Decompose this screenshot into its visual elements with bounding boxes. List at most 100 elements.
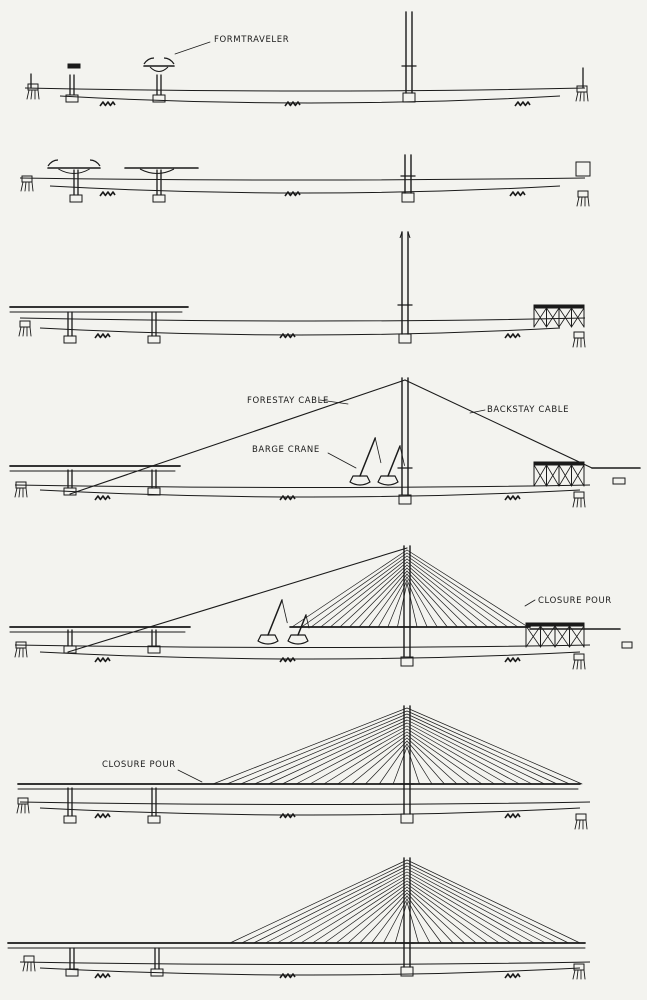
abutment-left-pile	[24, 181, 27, 192]
cable-fan-stage-5-stay	[358, 570, 408, 628]
cable-fan-stage-6-stay	[337, 734, 408, 785]
cable-fan-stage-7-stay	[406, 898, 431, 944]
trestle-stage-5-brace	[569, 625, 585, 648]
abutment-left-cap	[19, 320, 31, 328]
seabed-hatch	[94, 495, 101, 501]
seabed-hatch	[294, 101, 301, 107]
cable-fan-stage-7-stay	[406, 862, 569, 944]
seabed-hatch	[104, 495, 111, 501]
barge-crane-a-boom	[359, 437, 376, 477]
abutment-left-pile	[18, 326, 22, 337]
abutment-left-pile	[22, 961, 26, 972]
cable-fan-stage-7-stay	[288, 874, 408, 944]
waterline	[24, 87, 586, 92]
abutment-right-pile	[583, 969, 586, 980]
abutment-left-cap	[15, 641, 27, 649]
abutment-left-pile	[14, 487, 18, 498]
seabed-hatch	[504, 973, 511, 979]
cable-fan-stage-5-stay	[368, 573, 408, 628]
abutment-left-pile	[29, 326, 32, 337]
cable-fan-stage-7-stay	[347, 889, 408, 944]
seabed-hatch	[514, 973, 521, 979]
seabed-hatch	[514, 657, 521, 663]
waterline	[19, 961, 591, 965]
abutment-right-pile	[572, 969, 576, 980]
seabed-hatch	[104, 813, 111, 819]
segment-stage-2b-haunch	[139, 168, 175, 174]
barge-crane-b-hull	[287, 634, 309, 645]
seabed-line	[39, 489, 581, 498]
cable-fan-stage-6-stay	[406, 716, 545, 785]
closure-pour-label-stage-5: CLOSURE POUR	[538, 596, 612, 606]
cable-fan-stage-7-stay	[229, 859, 408, 944]
waterline	[14, 484, 591, 488]
forestay-cable	[67, 547, 408, 653]
cable-fan-stage-6-stay	[295, 725, 408, 785]
barge-crane-a-hull	[349, 475, 371, 486]
stage-4-drawing	[9, 377, 641, 508]
trestle-stage-4-brace	[558, 464, 572, 487]
seabed-hatch	[104, 191, 111, 197]
cable-fan-stage-7-stay	[406, 877, 512, 944]
seabed-hatch	[509, 973, 516, 979]
abutment-right-pile	[583, 337, 586, 348]
pier-2-footing	[147, 645, 161, 654]
segment-stage-1-haunch	[149, 66, 169, 72]
seabed-hatch	[509, 813, 516, 819]
pylon-stage-3-footing	[398, 333, 412, 344]
abutment-right-pile	[574, 819, 578, 830]
cable-fan-stage-7-stay	[406, 883, 489, 944]
cable-fan-stage-7-stay	[406, 874, 523, 944]
cable-fan-stage-5-stay	[406, 573, 448, 628]
cable-fan-stage-7-stay	[406, 895, 442, 944]
seabed-hatch	[94, 973, 101, 979]
cable-fan-stage-5-stay	[406, 564, 478, 628]
cable-fan-stage-6-stay	[406, 746, 420, 785]
pier-2-footing	[147, 335, 161, 344]
seabed-hatch	[509, 657, 516, 663]
trestle-stage-3-brace	[533, 307, 547, 328]
abutment-left-cap	[15, 481, 27, 489]
cable-fan-stage-5-stay	[406, 558, 499, 628]
cable-fan-stage-5-stay	[310, 555, 408, 628]
trestle-start	[575, 161, 591, 177]
cable-fan-stage-5-stay	[320, 558, 408, 628]
pylon-stage-2-footing	[401, 192, 415, 203]
waterline	[14, 644, 591, 648]
abutment-right-pile	[587, 196, 590, 207]
barge-crane-b-hull	[377, 475, 399, 486]
barge-crane-leader	[327, 452, 357, 469]
barge-crane-a-hull	[257, 634, 279, 645]
pier-1-footing	[69, 194, 83, 203]
seabed-hatch	[104, 657, 111, 663]
abutment-left-pile	[26, 89, 30, 100]
cable-fan-stage-7-stay	[406, 892, 454, 944]
cable-fan-stage-6-stay	[392, 746, 408, 785]
abutment-left-pile	[16, 803, 20, 814]
backstay-cable-label: BACKSTAY CABLE	[487, 405, 570, 415]
formtraveler-label: FORMTRAVELER	[214, 35, 290, 45]
abutment-right-pile	[576, 659, 579, 670]
backstay-leader	[469, 409, 486, 414]
cable-fan-stage-7-stay	[406, 868, 546, 944]
abutment-right-pile	[576, 337, 579, 348]
abutment-right-cap	[573, 491, 585, 499]
seabed-hatch	[99, 495, 106, 501]
cable-fan-stage-7-stay	[406, 871, 535, 944]
seabed-hatch	[514, 101, 521, 107]
seabed-hatch	[509, 495, 516, 501]
cable-fan-stage-7-stay	[265, 868, 408, 944]
cable-fan-stage-5-stay	[406, 549, 529, 628]
pylon-stage-7-footing	[400, 966, 414, 977]
seabed-hatch	[524, 101, 531, 107]
cable-fan-stage-7-stay	[276, 871, 408, 944]
seabed-hatch	[289, 813, 296, 819]
abutment-left-pile	[27, 803, 30, 814]
stage-5-drawing	[9, 545, 633, 670]
cable-fan-stage-6-stay	[406, 734, 470, 785]
abutment-left-pile	[18, 647, 21, 658]
seabed-line	[39, 807, 581, 816]
abutment-right-pile	[572, 497, 576, 508]
pylon-stage-6-footing	[400, 813, 414, 824]
cable-fan-stage-6-stay	[406, 743, 433, 785]
